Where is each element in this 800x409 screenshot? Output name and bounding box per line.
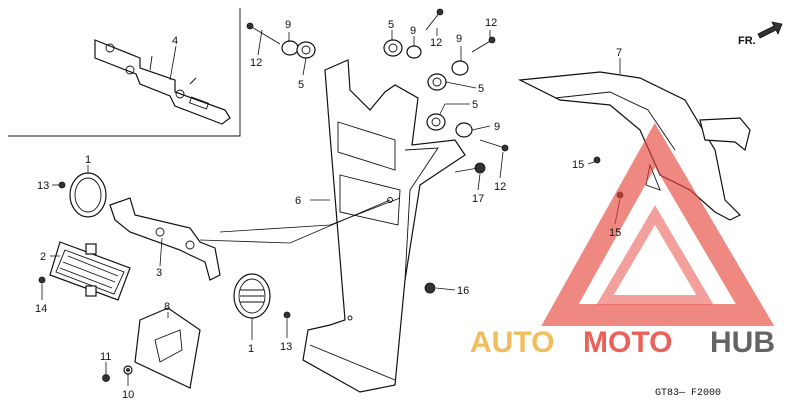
callout-10: 10: [122, 389, 134, 401]
reflector-round-lower: [233, 273, 271, 319]
callout-7: 7: [616, 47, 622, 59]
callout-5: 5: [298, 79, 304, 91]
callout-12: 12: [494, 181, 506, 193]
callout-3: 3: [156, 267, 162, 279]
front-direction-label: FR.: [738, 35, 756, 47]
watermark-text-moto: MOTO: [583, 326, 672, 359]
callout-16: 16: [457, 285, 469, 297]
callout-5: 5: [472, 99, 478, 111]
watermark-text-auto: AUTO: [470, 326, 554, 359]
callout-9: 9: [494, 121, 500, 133]
callout-5: 5: [478, 83, 484, 95]
callout-6: 6: [295, 195, 301, 207]
bolt-11: [102, 374, 110, 382]
callout-2: 2: [40, 251, 46, 263]
front-direction-indicator: FR.: [738, 21, 783, 47]
screw-13-upper: [58, 181, 66, 189]
diagram-code: GT83— F2000: [655, 388, 721, 399]
callout-15: 15: [572, 159, 584, 171]
callout-12: 12: [485, 17, 497, 29]
callout-11: 11: [100, 351, 111, 363]
bolts-12: [246, 8, 509, 152]
washer-10: [123, 365, 133, 375]
nut-17: [474, 162, 486, 174]
inset-frame: [8, 8, 241, 137]
callout-15: 15: [609, 227, 621, 239]
callout-13: 13: [280, 341, 292, 353]
callout-9: 9: [285, 19, 291, 31]
callout-labels: 4 9 12 5 5 12 9 12 9 5 5 9 7 12 17 15 15…: [35, 17, 622, 401]
leader-lines: [41, 28, 621, 386]
callout-5: 5: [388, 19, 394, 31]
callout-9: 9: [456, 33, 462, 45]
callout-12: 12: [250, 57, 262, 69]
callout-17: 17: [472, 193, 484, 205]
callout-9: 9: [410, 25, 416, 37]
front-arrow-icon: [757, 21, 783, 39]
screw-14: [38, 276, 46, 284]
watermark: AUTO MOTO HUB: [470, 122, 775, 359]
callout-12: 12: [430, 37, 442, 49]
callout-8: 8: [164, 301, 170, 313]
reflector-bracket-part: [109, 197, 221, 281]
watermark-text-hub: HUB: [710, 326, 775, 359]
reflector-rectangular: [49, 241, 131, 301]
callout-4: 4: [172, 35, 178, 47]
nut-16: [424, 282, 436, 294]
plate-part: [134, 307, 201, 389]
callout-14: 14: [35, 303, 47, 315]
license-bracket-part: [94, 39, 231, 125]
callout-1: 1: [85, 154, 91, 166]
rear-fender-main: [302, 59, 466, 393]
callout-1: 1: [248, 343, 254, 355]
screw-13-lower: [283, 311, 291, 319]
callout-13: 13: [37, 180, 49, 192]
reflector-round-upper: [69, 172, 107, 218]
